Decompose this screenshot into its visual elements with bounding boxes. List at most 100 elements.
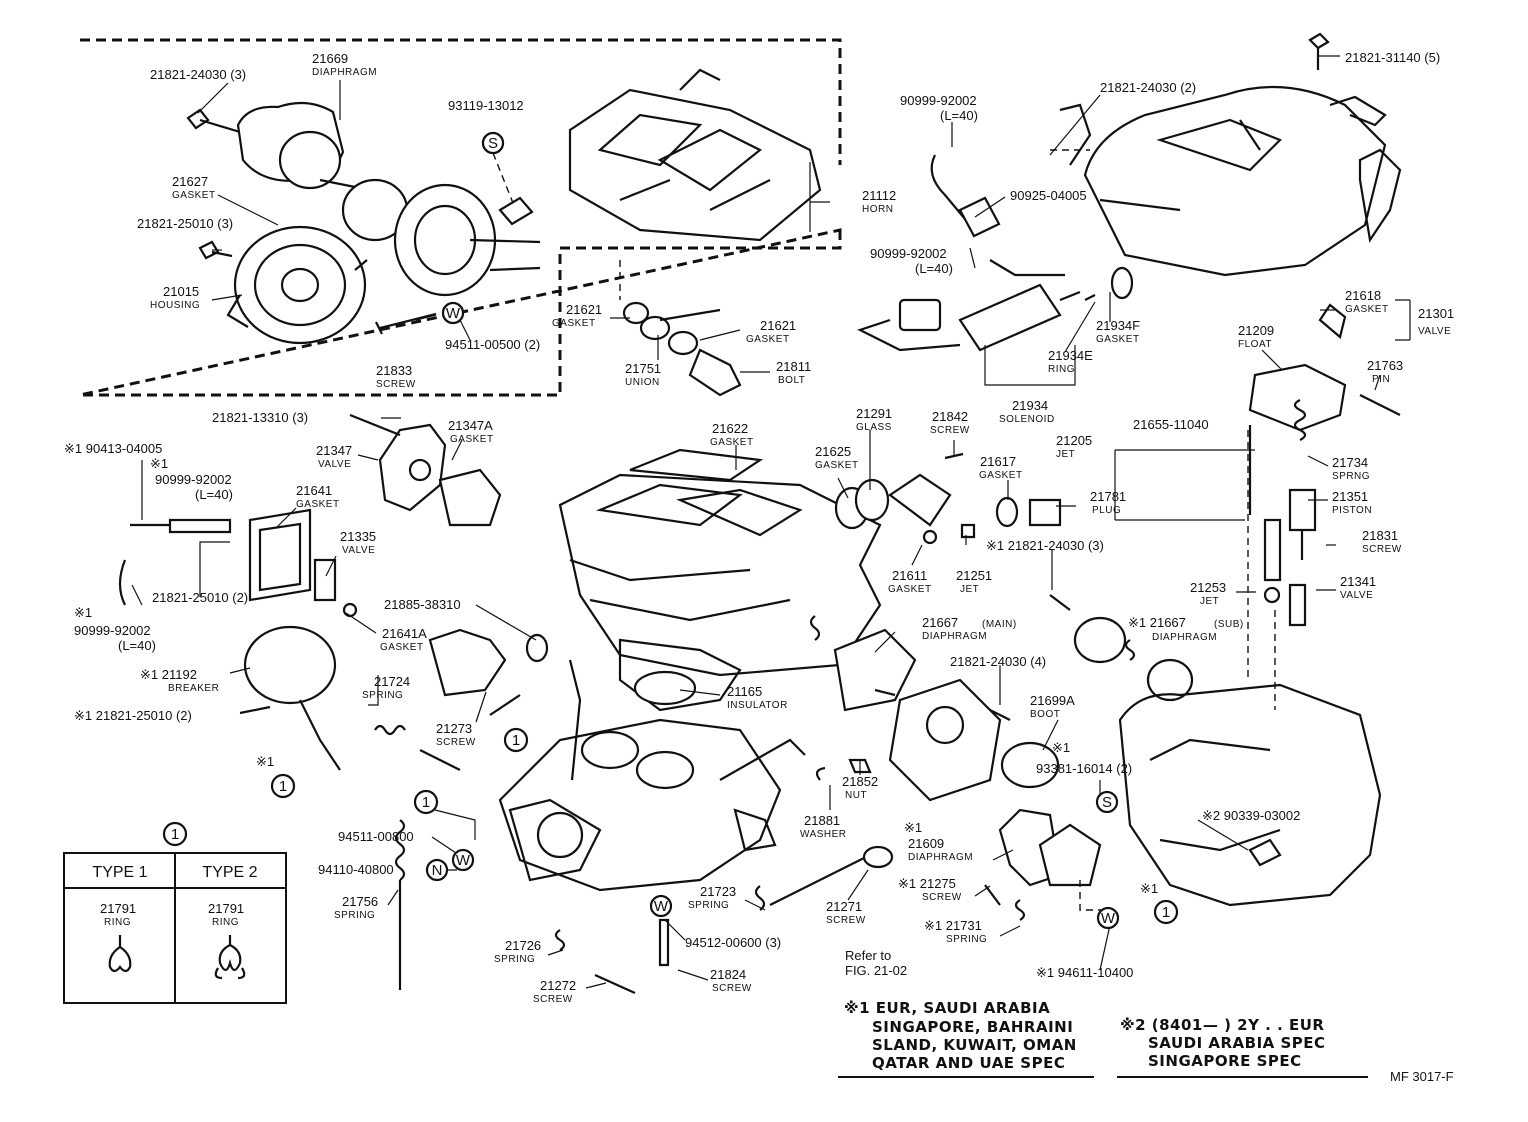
- diaphragm-housing-assembly: [186, 101, 541, 345]
- label: 21821-25010 (2): [152, 590, 248, 605]
- label: 21015: [163, 284, 199, 299]
- label: 21291: [856, 406, 892, 421]
- note-2-line-1: ※2 (8401— ) 2Y . . EUR: [1120, 1016, 1324, 1034]
- label: (L=40): [195, 487, 233, 502]
- label: GASKET: [450, 434, 494, 445]
- label: 93381-16014 (2): [1036, 761, 1132, 776]
- marker-w: W: [654, 898, 669, 915]
- label: BOOT: [1030, 709, 1060, 720]
- label: WASHER: [800, 829, 847, 840]
- label: 21821-25010 (3): [137, 216, 233, 231]
- ring-type-2-icon: [214, 935, 246, 980]
- dashed-group-boundary: [79, 38, 842, 397]
- label: ※2 90339-03002: [1202, 808, 1300, 823]
- note-2-line-3: SINGAPORE SPEC: [1148, 1052, 1302, 1070]
- label: 21621: [760, 318, 796, 333]
- label: (L=40): [940, 108, 978, 123]
- label: SCREW: [436, 737, 476, 748]
- label: SCREW: [930, 425, 970, 436]
- label: 21251: [956, 568, 992, 583]
- type-table: 1 TYPE 1 TYPE 2 21791 RING 21791 RING: [63, 821, 287, 1004]
- part-labels: 21669 DIAPHRAGM 21821-24030 (3) 93119-13…: [64, 50, 1454, 1084]
- label: SPRING: [334, 910, 375, 921]
- label: 21347A: [448, 418, 493, 433]
- label: INSULATOR: [727, 700, 788, 711]
- label: GASKET: [1345, 304, 1389, 315]
- label: 21655-11040: [1133, 417, 1209, 432]
- label: SPRING: [494, 954, 535, 965]
- label: ※1 21275: [898, 876, 956, 891]
- label: DIAPHRAGM: [1152, 632, 1217, 643]
- label: HOUSING: [150, 300, 200, 311]
- left-side-parts: [118, 413, 549, 990]
- label: JET: [960, 584, 979, 595]
- label: 94511-00800: [338, 829, 414, 844]
- label: GASKET: [380, 642, 424, 653]
- label: VALVE: [1340, 590, 1373, 601]
- label: 21699A: [1030, 693, 1075, 708]
- label: BREAKER: [168, 683, 219, 694]
- label: 21821-24030 (3): [150, 67, 246, 82]
- label: Refer to: [845, 948, 891, 963]
- label: 21165: [727, 684, 762, 699]
- label: MF 3017-F: [1390, 1069, 1454, 1084]
- label: SPRING: [362, 690, 403, 701]
- label: SCREW: [533, 994, 573, 1005]
- top-right-assembly: [857, 32, 1402, 710]
- label: 21335: [340, 529, 376, 544]
- label: 21609: [908, 836, 944, 851]
- label: GASKET: [1096, 334, 1140, 345]
- spec-notes: ※1 EUR, SAUDI ARABIA SINGAPORE, BAHRAINI…: [838, 999, 1368, 1078]
- label: 21301: [1418, 306, 1454, 321]
- ring-type-1-icon: [108, 935, 132, 973]
- label: 21833: [376, 363, 412, 378]
- marker-one: 1: [422, 794, 430, 811]
- horn-assembly: [568, 68, 822, 397]
- label: 21627: [172, 174, 208, 189]
- label: 21821-13310 (3): [212, 410, 308, 425]
- label: 21618: [1345, 288, 1381, 303]
- label: GASKET: [888, 584, 932, 595]
- label: 21934F: [1096, 318, 1140, 333]
- label: ※1: [1052, 740, 1070, 755]
- label: 21112: [862, 188, 896, 203]
- marker-w: W: [446, 305, 461, 322]
- label: 21351: [1332, 489, 1368, 504]
- label: 21622: [712, 421, 748, 436]
- label: 21842: [932, 409, 968, 424]
- circle-markers: S W 1 1 1 W N S W 1 W: [270, 131, 1179, 930]
- type-1-header: TYPE 1: [92, 864, 147, 881]
- type-2-part: 21791: [208, 901, 244, 916]
- label: 90999-92002: [900, 93, 977, 108]
- note-2-line-2: SAUDI ARABIA SPEC: [1148, 1034, 1326, 1052]
- label: 21811: [776, 359, 811, 374]
- label: ※1: [256, 754, 274, 769]
- note-1-line-2: SINGAPORE, BAHRAINI: [872, 1018, 1073, 1036]
- label: 21821-24030 (2): [1100, 80, 1196, 95]
- label: PISTON: [1332, 505, 1372, 516]
- type-table-header: 1: [171, 826, 179, 843]
- label: 90999-92002: [155, 472, 232, 487]
- label: JET: [1200, 596, 1219, 607]
- label: ※1: [74, 605, 92, 620]
- note-1-line-3: SLAND, KUWAIT, OMAN: [872, 1036, 1077, 1054]
- label: SPRNG: [1332, 471, 1370, 482]
- label: GASKET: [710, 437, 754, 448]
- label: 21934: [1012, 398, 1048, 413]
- label: 21253: [1190, 580, 1226, 595]
- label: VALVE: [342, 545, 375, 556]
- label: 21621: [566, 302, 602, 317]
- label: 90999-92002: [74, 623, 151, 638]
- label: 21734: [1332, 455, 1368, 470]
- label: ※1: [150, 456, 168, 471]
- label: DIAPHRAGM: [922, 631, 987, 642]
- label: PLUG: [1092, 505, 1121, 516]
- label: 21641: [296, 483, 332, 498]
- type-2-part-name: RING: [212, 917, 239, 928]
- label: SCREW: [826, 915, 866, 926]
- label: ※1 21667: [1128, 615, 1186, 630]
- label: DIAPHRAGM: [312, 67, 377, 78]
- label: 21611: [892, 568, 927, 583]
- label: 21821-24030 (4): [950, 654, 1046, 669]
- label: GLASS: [856, 422, 892, 433]
